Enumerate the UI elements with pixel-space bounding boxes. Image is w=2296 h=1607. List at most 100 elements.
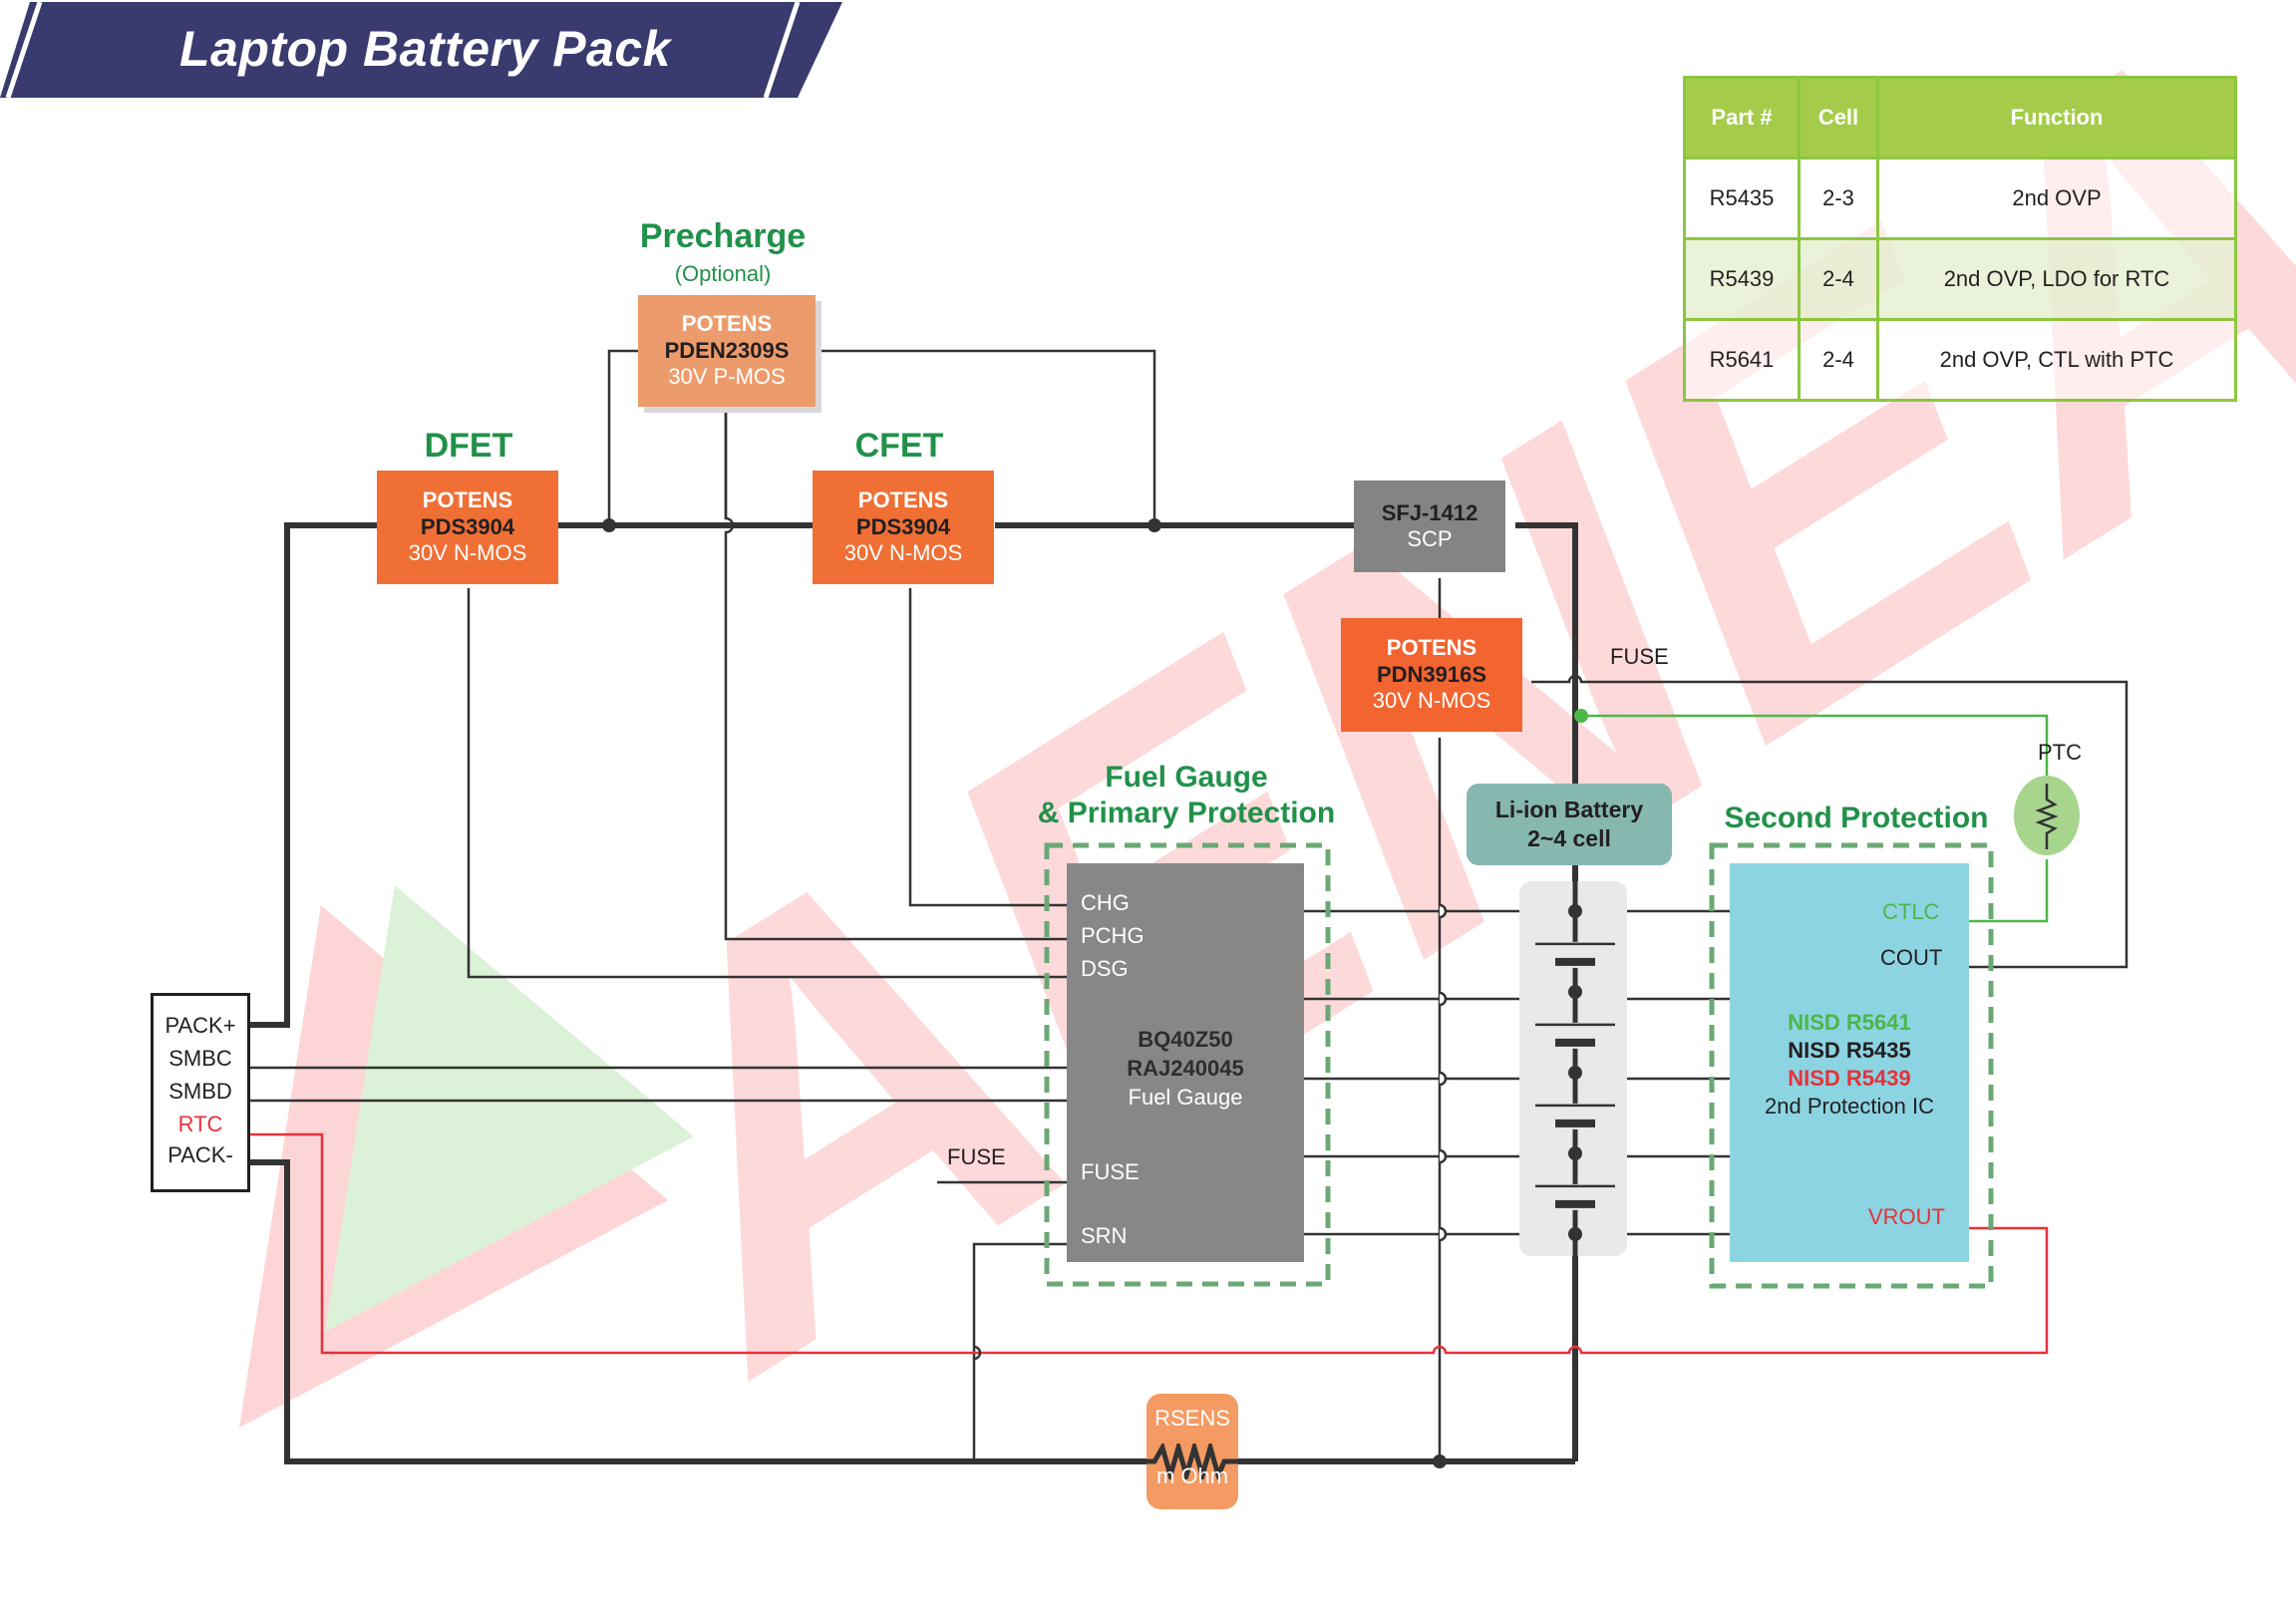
cfet-brand: POTENS [857, 487, 949, 513]
pin-ctlc: CTLC [1882, 899, 1940, 924]
table-row: R5435 2-3 2nd OVP [1683, 157, 2237, 240]
table-header-part: Part # [1683, 76, 1801, 160]
cell-tap-junction [1568, 904, 1582, 918]
pin-chg: CHG [1081, 890, 1130, 915]
cfet-box[interactable]: POTENS PDS3904 30V N-MOS [813, 471, 994, 584]
ptc-label: PTC [2038, 740, 2082, 765]
parts-table: Part # Cell Function R5435 2-3 2nd OVP R… [1683, 76, 2237, 402]
fuel-gauge-title-line2: & Primary Protection [1037, 797, 1336, 829]
fuse-fet-part: PDN3916S [1376, 661, 1487, 687]
table-header-function: Function [1876, 76, 2237, 160]
precharge-title: Precharge [639, 217, 807, 255]
watermark-green-triangle [325, 885, 694, 1332]
pin-cout: COUT [1880, 945, 1943, 970]
battery-cell-icon [1535, 941, 1615, 968]
rtc-wire [250, 1132, 2049, 1355]
battery-label: Li-ion Battery 2~4 cell [1467, 784, 1672, 865]
battery-label-line1: Li-ion Battery [1494, 797, 1644, 822]
table-cell-part: R5439 [1683, 237, 1801, 321]
connector-pin-smbc: SMBC [168, 1046, 232, 1071]
scp-spec: SCP [1407, 526, 1453, 551]
table-cell-function: 2nd OVP, LDO for RTC [1876, 237, 2237, 321]
second-protection-title: Second Protection [1724, 802, 1989, 834]
table-cell-part: R5641 [1683, 318, 1801, 402]
cell-tap-junction [1568, 985, 1582, 999]
precharge-fet-spec: 30V P-MOS [668, 364, 786, 390]
second-protection-desc: 2nd Protection IC [1765, 1094, 1934, 1119]
table-row: R5641 2-4 2nd OVP, CTL with PTC [1683, 318, 2237, 402]
fuse-net-label-left: FUSE [947, 1144, 1006, 1169]
rsens-label: RSENS [1154, 1406, 1230, 1431]
fuse-net-wire [1531, 674, 2129, 969]
fuse-fet-box[interactable]: POTENS PDN3916S 30V N-MOS [1341, 618, 1522, 732]
ptc-resistor-icon [2035, 784, 2059, 849]
pin-srn: SRN [1081, 1223, 1128, 1248]
dfet-part: PDS3904 [420, 513, 515, 539]
second-protection-ic[interactable] [1730, 863, 1969, 1262]
dsg-wire [467, 588, 1067, 979]
ptc-junction-dot [1574, 709, 1588, 723]
pin-pchg: PCHG [1081, 923, 1145, 948]
pin-dsg: DSG [1081, 956, 1129, 981]
ptc-wire-bottom [1969, 859, 2049, 923]
dfet-brand: POTENS [422, 487, 513, 513]
second-protection-dashed-border [1709, 842, 1994, 1289]
fuse-fet-spec: 30V N-MOS [1372, 688, 1491, 714]
precharge-right-wire [816, 349, 1156, 525]
chg-wire [908, 588, 1067, 907]
table-cell-cell: 2-4 [1798, 237, 1879, 321]
fuel-gauge-ic[interactable] [1067, 863, 1304, 1262]
fuse-fet-brand: POTENS [1386, 635, 1477, 661]
title-banner [0, 1, 842, 99]
wire-crossover [1439, 903, 1448, 919]
fuel-gauge-title-line1: Fuel Gauge [1105, 761, 1268, 794]
battery-label-line2: 2~4 cell [1527, 825, 1611, 851]
precharge-left-wire [607, 349, 638, 525]
cfet-title: CFET [854, 427, 944, 465]
connector-pin-rtc: RTC [177, 1112, 223, 1136]
wire-crossover [1439, 1148, 1448, 1164]
precharge-subtitle: (Optional) [674, 261, 772, 286]
cell-tap-junction [1568, 1227, 1582, 1241]
dfet-box[interactable]: POTENS PDS3904 30V N-MOS [377, 471, 558, 584]
srn-wire [972, 1242, 1067, 1461]
fuel-gauge-part1: BQ40Z50 [1138, 1027, 1233, 1052]
fuel-gauge-dashed-border [1044, 842, 1331, 1287]
fuse-net-label-top: FUSE [1610, 644, 1669, 669]
fuel-gauge-desc: Fuel Gauge [1128, 1085, 1243, 1110]
second-protection-label: NISD R5641 NISD R5435 NISD R5439 2nd Pro… [1730, 1009, 1969, 1121]
table-cell-function: 2nd OVP, CTL with PTC [1876, 318, 2237, 402]
rsens-value: m Ohm [1155, 1463, 1229, 1488]
table-row: R5439 2-4 2nd OVP, LDO for RTC [1683, 237, 2237, 321]
table-cell-function: 2nd OVP [1876, 157, 2237, 240]
connector-pin-pack-plus: PACK+ [164, 1013, 236, 1038]
pack-connector [151, 993, 250, 1192]
wire-crossover [1439, 991, 1448, 1007]
table-cell-cell: 2-3 [1798, 157, 1879, 240]
ptc-wire-top [1581, 714, 2049, 788]
pchg-gate-wire [724, 407, 1067, 941]
cfet-spec: 30V N-MOS [843, 540, 963, 566]
cell-tap-junction [1568, 1146, 1582, 1160]
pin-vrout: VROUT [1868, 1204, 1945, 1229]
connector-pin-pack-minus: PACK- [167, 1142, 233, 1167]
battery-cell-symbols [1535, 904, 1615, 1241]
cell-tap-junction [1568, 1066, 1582, 1080]
wire-crossover [1439, 1226, 1448, 1242]
battery-cells [1519, 877, 1627, 1276]
part-r5641: NISD R5641 [1788, 1010, 1911, 1035]
battery-cell-icon [1535, 1183, 1615, 1210]
battery-cell-icon [1535, 1103, 1615, 1129]
part-r5435: NISD R5435 [1788, 1038, 1911, 1063]
ptc-thermistor[interactable] [2012, 774, 2084, 873]
dfet-title: DFET [424, 427, 513, 465]
cfet-part: PDS3904 [855, 513, 951, 539]
part-r5439: NISD R5439 [1788, 1066, 1911, 1091]
wire-crossover [1439, 1071, 1448, 1087]
precharge-fet-box[interactable]: POTENS PDEN2309S 30V P-MOS [638, 295, 816, 407]
precharge-fet-brand: POTENS [681, 311, 773, 337]
battery-cell-icon [1535, 1022, 1615, 1049]
scp-box[interactable]: SFJ-1412 SCP [1354, 481, 1505, 572]
